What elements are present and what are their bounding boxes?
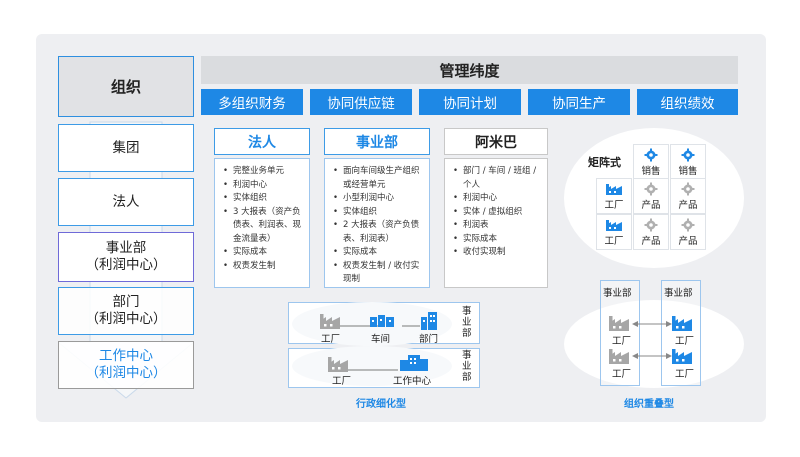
dimension-plan: 协同计划 <box>419 89 521 115</box>
overlap-left-item-2: 工厂 <box>612 369 632 380</box>
gear-icon <box>681 148 695 162</box>
gear-icon <box>644 148 658 162</box>
gear-icon <box>681 182 695 196</box>
factory-icon <box>609 316 629 331</box>
org-title: 组织 <box>110 78 141 96</box>
org-header: 组织 <box>58 56 194 117</box>
matrix-cell-product-1: 产品 <box>633 178 669 214</box>
admin-row-2-factory: 工厂 <box>332 376 352 387</box>
admin-caption: 行政细化型 <box>356 399 406 410</box>
org-item-group: 集团 <box>58 124 194 172</box>
admin-row-1-factory: 工厂 <box>321 334 341 345</box>
org-item-work-center: 工作中心 （利润中心） <box>58 341 194 389</box>
matrix-cell-product-2: 产品 <box>670 178 706 214</box>
org-item-division: 事业部 （利润中心） <box>58 232 194 282</box>
overlap-right-title: 事业部 <box>664 288 693 299</box>
dimension-supply-chain: 协同供应链 <box>310 89 412 115</box>
matrix-cell-product-3: 产品 <box>633 214 669 250</box>
matrix-cell-factory-1: 工厂 <box>596 178 632 214</box>
matrix-cell-factory-2: 工厂 <box>596 214 632 250</box>
factory-icon <box>609 349 629 364</box>
column-amoeba-body: 部门 / 车间 / 班组 / 个人 利润中心 实体 / 虚拟组织 利润表 实际成… <box>444 158 548 288</box>
factory-icon <box>606 220 622 231</box>
admin-row-1-workshop: 车间 <box>371 334 391 345</box>
overlap-right-frame <box>661 280 701 386</box>
factory-icon <box>672 349 692 364</box>
workshop-icon <box>370 315 394 327</box>
matrix-cell-sales-2: 销售 <box>670 144 706 180</box>
column-legal-body: 完整业务单元 利润中心 实体组织 3 大报表（资产负债表、利润表、现金流量表） … <box>214 158 310 288</box>
org-item-department: 部门 （利润中心） <box>58 287 194 335</box>
gear-icon <box>681 218 695 232</box>
dimension-header: 管理纬度 <box>201 56 738 84</box>
gear-icon <box>644 218 658 232</box>
column-division-body: 面向车间级生产组织或经营单元 小型利润中心 实体组织 2 大报表（资产负债表、利… <box>324 158 430 288</box>
factory-icon <box>672 316 692 331</box>
gear-icon <box>644 182 658 196</box>
matrix-label: 矩阵式 <box>588 156 621 169</box>
work-center-icon <box>400 355 428 371</box>
admin-row-2-side-label: 事 业 部 <box>462 350 472 383</box>
admin-row-1-side-label: 事 业 部 <box>462 306 472 339</box>
column-legal-title: 法人 <box>214 128 310 155</box>
column-division-title: 事业部 <box>324 128 430 155</box>
dimension-multi-org-finance: 多组织财务 <box>201 89 303 115</box>
factory-icon <box>328 357 348 372</box>
factory-icon <box>606 184 622 195</box>
matrix-cell-sales-1: 销售 <box>633 144 669 180</box>
overlap-ellipse <box>564 300 744 388</box>
overlap-right-item-2: 工厂 <box>675 369 695 380</box>
overlap-right-item-1: 工厂 <box>675 336 695 347</box>
overlap-left-title: 事业部 <box>603 288 632 299</box>
overlap-caption: 组织重叠型 <box>624 399 674 410</box>
overlap-left-item-1: 工厂 <box>612 336 632 347</box>
dimension-performance: 组织绩效 <box>637 89 738 115</box>
building-icon <box>421 312 437 330</box>
overlap-arrows <box>632 321 672 359</box>
column-amoeba-title: 阿米巴 <box>444 128 548 155</box>
overlap-left-frame <box>600 280 640 386</box>
dimension-production: 协同生产 <box>528 89 630 115</box>
factory-icon <box>320 314 340 329</box>
admin-row-2-work-center: 工作中心 <box>393 376 432 387</box>
org-item-legal: 法人 <box>58 178 194 226</box>
admin-row-1-dept: 部门 <box>419 334 439 345</box>
matrix-cell-product-4: 产品 <box>670 214 706 250</box>
